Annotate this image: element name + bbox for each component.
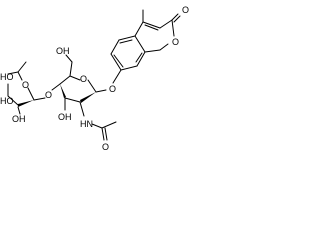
hydroxymethyl-oh-label: OH <box>56 46 70 56</box>
structure-diagram: O O O O OH OH HN O O <box>0 0 208 162</box>
bond-o5-c5 <box>69 75 81 81</box>
bond-c4-o <box>51 83 61 91</box>
bond-c4-c3-double <box>144 24 159 31</box>
lactone-oxygen-label: O <box>172 37 179 47</box>
bond-c7-c8 <box>120 65 138 71</box>
bond-c2-o-a <box>171 13 179 21</box>
bond-c2f-c3f <box>7 95 19 106</box>
bond-c4a-c5-double <box>119 39 133 44</box>
coumarin-ring-system <box>110 9 181 84</box>
acetyl-group <box>91 121 117 141</box>
bond-c-methyl <box>101 121 117 129</box>
bond-c3-c2 <box>159 19 173 29</box>
molecule-drawing: O O O O OH OH HN O O <box>0 5 189 152</box>
bond-c8a-o1side <box>144 49 161 53</box>
bond-c7-o <box>112 69 122 84</box>
fucose-ho-lower-label: HO <box>0 96 14 106</box>
bond-c5-c6 <box>110 39 120 55</box>
bond-c2-o1 <box>171 19 175 37</box>
bond-o1-c8a <box>159 43 169 51</box>
bond-c3-c2 <box>64 97 81 103</box>
bond-c2-n <box>79 101 85 117</box>
bond-c-o-a <box>101 127 105 141</box>
bond-o-c1 <box>95 89 107 93</box>
bond-c1-o5 <box>87 79 97 93</box>
bond-c-o-b <box>104 127 108 141</box>
acetyl-oxygen-label: O <box>102 142 109 152</box>
bond-c8-c8a <box>136 51 146 67</box>
fucose-ring-oxygen-label: O <box>22 80 29 90</box>
amide-nh-label: HN <box>80 119 93 129</box>
bond-c6-c7-double <box>113 54 124 68</box>
glcnac-ring <box>51 54 107 117</box>
bond-c2f-oh <box>17 106 21 115</box>
bond-c1f-o5f <box>27 87 35 101</box>
bond-c5-c6 <box>69 61 73 77</box>
wedge-c4-c3 <box>60 84 66 98</box>
bond-o5f-c5f <box>17 71 23 81</box>
bond-c6-c7 <box>110 53 122 71</box>
bond-c4a-c5 <box>118 35 136 41</box>
bond-c4a-c8a <box>134 35 146 53</box>
wedge-c1f-c2f <box>18 100 34 107</box>
bond-n-c <box>91 123 103 129</box>
bond-c8-c8a-double <box>135 52 143 63</box>
fucose-ho-upper-label: HO <box>0 72 14 82</box>
fucose-oh-label: OH <box>12 114 26 124</box>
bond-c5-c4 <box>59 75 71 85</box>
fucose-ring <box>7 61 46 107</box>
wedge-c1-c2 <box>80 92 96 103</box>
bond-c5f-methyl <box>17 61 27 73</box>
bond-c4-c4a <box>134 21 144 37</box>
glcnac-ring-oxygen-label: O <box>80 74 87 84</box>
bond-c6-oh <box>65 54 73 63</box>
glycosidic-oxygen-label: O <box>45 90 52 100</box>
bond-o-c1f <box>33 97 46 101</box>
carbonyl-oxygen-label: O <box>182 5 189 15</box>
aryl-ether-oxygen-label: O <box>109 84 116 94</box>
bond-c4-c3 <box>142 21 161 29</box>
c3-hydroxyl-label: OH <box>58 112 72 122</box>
bond-c2-o-b <box>173 15 181 23</box>
bond-c5f-c4f <box>7 71 19 75</box>
